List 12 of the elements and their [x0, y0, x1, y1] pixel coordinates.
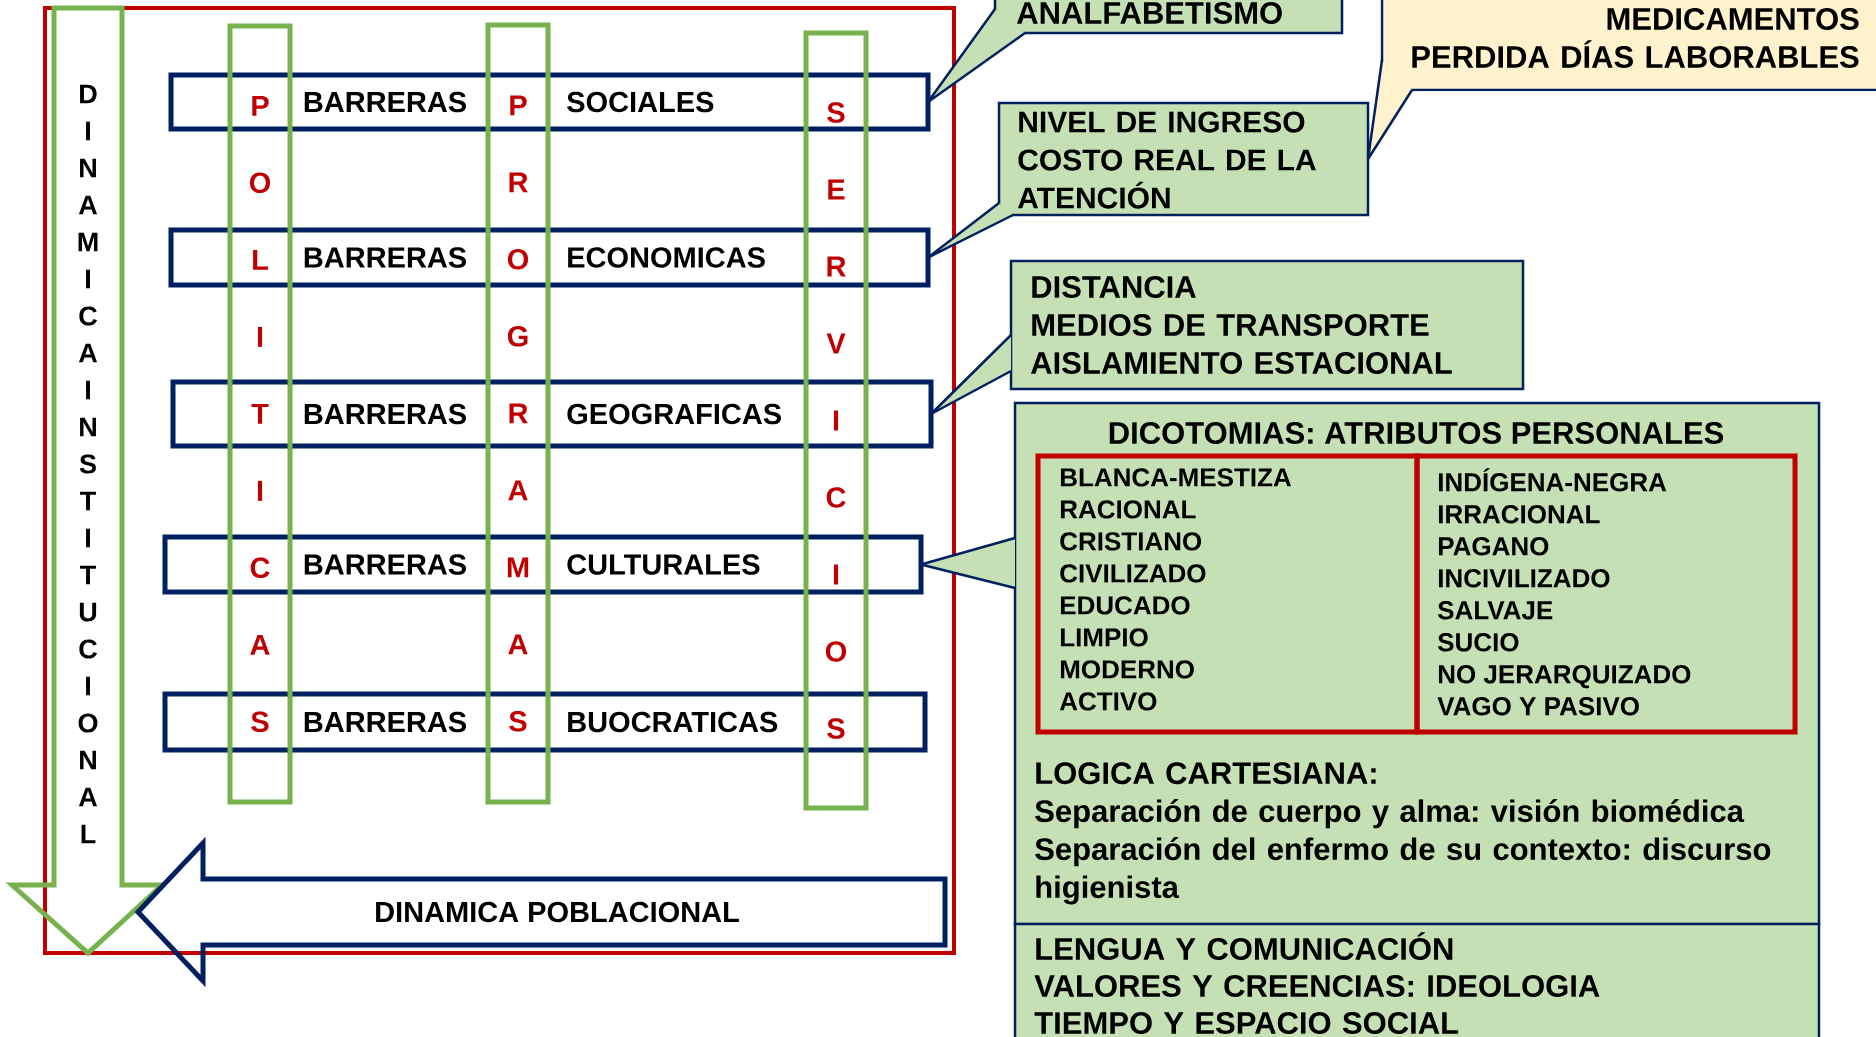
callout-box: DISTANCIA MEDIOS DE TRANSPORTE AISLAMIENTO ESTACIONAL — [1009, 259, 1525, 391]
info-panel: LENGUA Y COMUNICACIÓN VALORES Y CREENCIAS: IDEOLOGIA TIEMPO Y ESPACIO SOCIAL — [1013, 922, 1821, 1037]
table-cell: BLANCA-MESTIZA RACIONAL CRISTIANO CIVILIZADO EDUCADO LIMPIO MODERNO ACTIVO — [1035, 453, 1420, 735]
callout-box: NIVEL DE INGRESO COSTO REAL DE LA ATENCIÓN — [997, 101, 1370, 217]
table-cell: INDÍGENA-NEGRA IRRACIONAL PAGANO INCIVILIZADO SALVAJE SUCIO NO JERARQUIZADO VAGO Y PASIVO — [1414, 453, 1798, 735]
letter-column: POLITICAS — [227, 23, 293, 805]
callout-box: ANALFABETISMO — [993, 0, 1344, 35]
letter-column: SERVICIOS — [803, 30, 869, 811]
letter-column: PROGRAMAS — [485, 22, 551, 805]
pointed-banner: DINAMICA POBLACIONAL — [134, 836, 948, 988]
callout-box: MEDICAMENTOS PERDIDA DÍAS LABORABLES — [1380, 0, 1876, 92]
callout-pointer — [1366, 58, 1414, 161]
